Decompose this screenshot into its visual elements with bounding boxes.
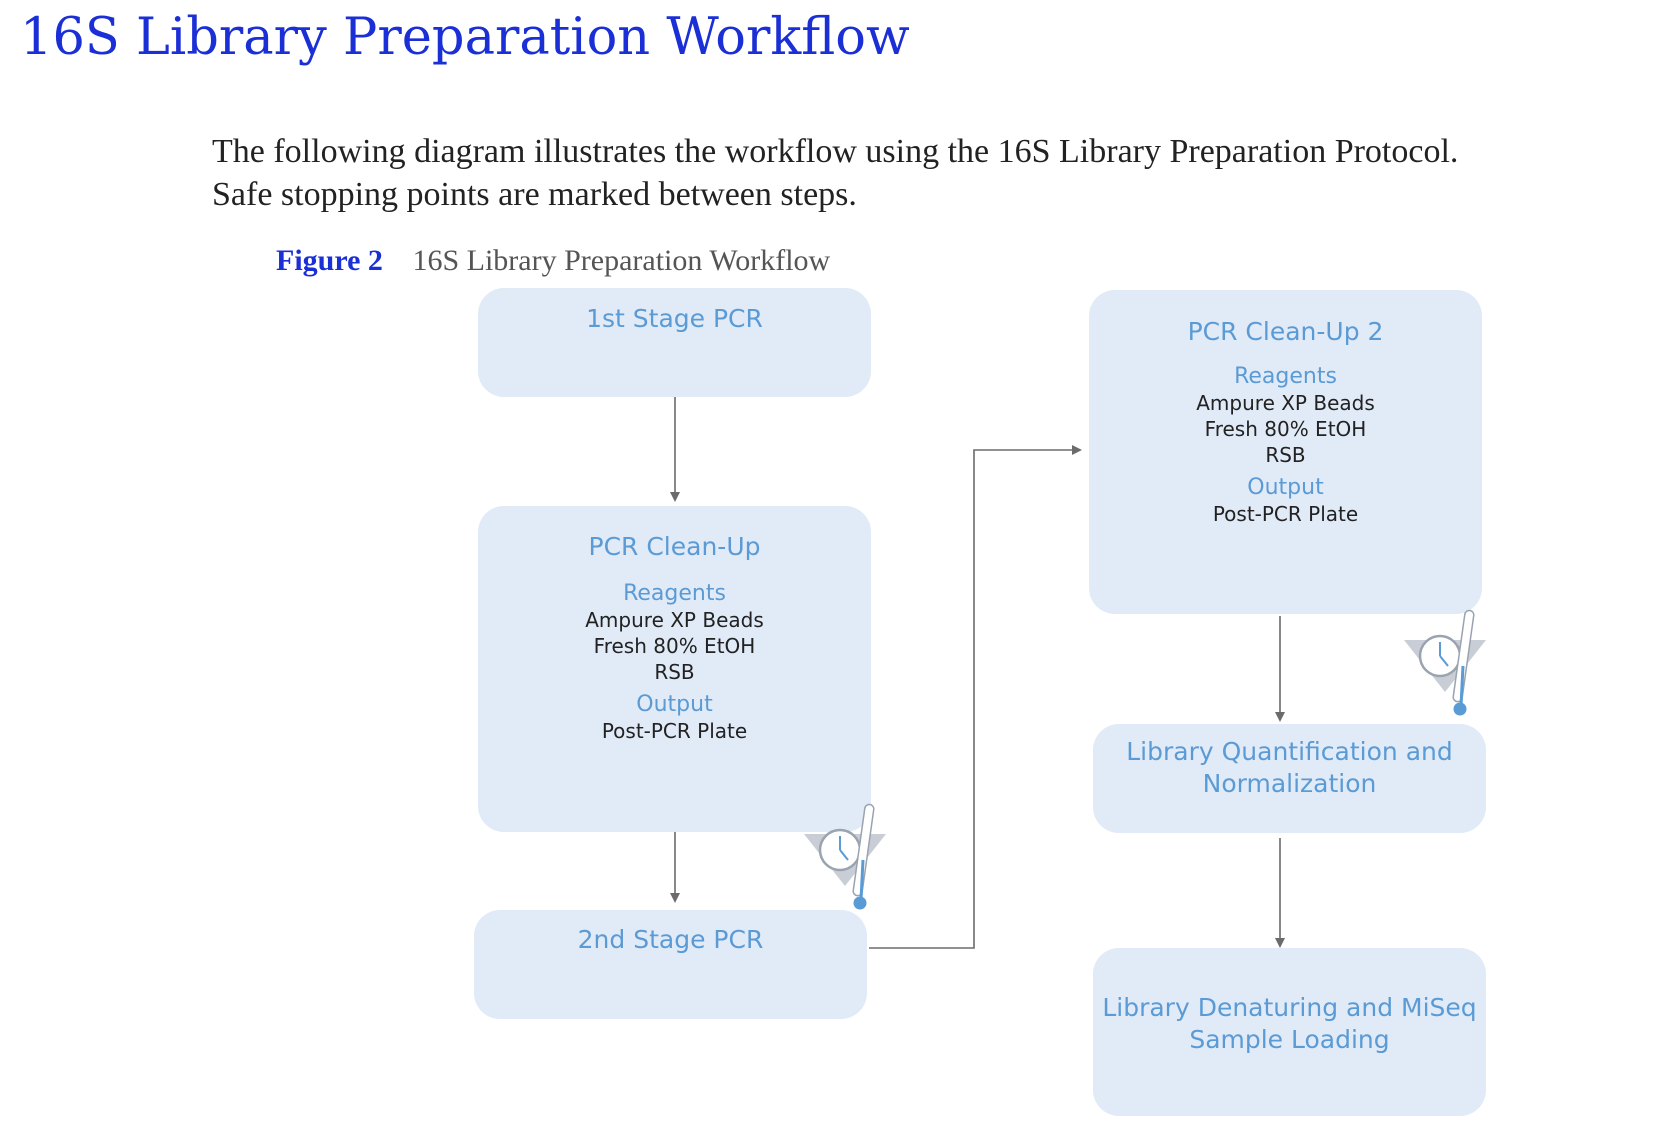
step-title: PCR Clean-Up: [588, 532, 761, 561]
reagent-item: Ampure XP Beads: [585, 608, 764, 632]
safe-stopping-point-icon: [1404, 609, 1486, 716]
reagent-item: Fresh 80% EtOH: [593, 634, 756, 658]
reagent-item: RSB: [1265, 443, 1306, 467]
step-title: 1st Stage PCR: [586, 304, 763, 333]
figure-caption-text: 16S Library Preparation Workflow: [412, 244, 831, 277]
reagents-label: Reagents: [1234, 364, 1337, 389]
page-title: 16S Library Preparation Workflow: [20, 8, 910, 67]
step-1st-stage-pcr: 1st Stage PCR: [478, 288, 871, 397]
reagents-label: Reagents: [623, 581, 726, 606]
step-pcr-clean-up: PCR Clean-Up Reagents Ampure XP Beads Fr…: [478, 506, 871, 832]
reagent-item: RSB: [654, 660, 695, 684]
step-title-line-2: Normalization: [1202, 769, 1377, 798]
reagent-item: Ampure XP Beads: [1196, 391, 1375, 415]
step-title-line-1: Library Denaturing and MiSeq: [1102, 993, 1477, 1022]
step-library-denaturing: Library Denaturing and MiSeq Sample Load…: [1093, 948, 1486, 1116]
intro-line-2: Safe stopping points are marked between …: [212, 176, 857, 213]
arrow-stage2-to-cleanup2: [869, 445, 1082, 949]
step-title: 2nd Stage PCR: [577, 925, 764, 954]
output-item: Post-PCR Plate: [1212, 502, 1359, 526]
figure-caption: Figure 2 16S Library Preparation Workflo…: [276, 244, 830, 278]
step-title-line-2: Sample Loading: [1189, 1025, 1390, 1054]
step-library-quantification: Library Quantification and Normalization: [1093, 724, 1486, 833]
safe-stopping-point-icon: [804, 803, 886, 910]
intro-line-1: The following diagram illustrates the wo…: [212, 133, 1459, 170]
reagent-item: Fresh 80% EtOH: [1204, 417, 1367, 441]
output-label: Output: [636, 692, 713, 717]
output-label: Output: [1247, 475, 1324, 500]
step-pcr-clean-up-2: PCR Clean-Up 2 Reagents Ampure XP Beads …: [1089, 290, 1482, 614]
step-title: PCR Clean-Up 2: [1187, 317, 1384, 346]
intro-paragraph: The following diagram illustrates the wo…: [212, 130, 1652, 216]
figure-number: Figure 2: [276, 244, 383, 277]
step-title-line-1: Library Quantification and: [1126, 737, 1453, 766]
output-item: Post-PCR Plate: [601, 719, 748, 743]
step-2nd-stage-pcr: 2nd Stage PCR: [474, 910, 867, 1019]
